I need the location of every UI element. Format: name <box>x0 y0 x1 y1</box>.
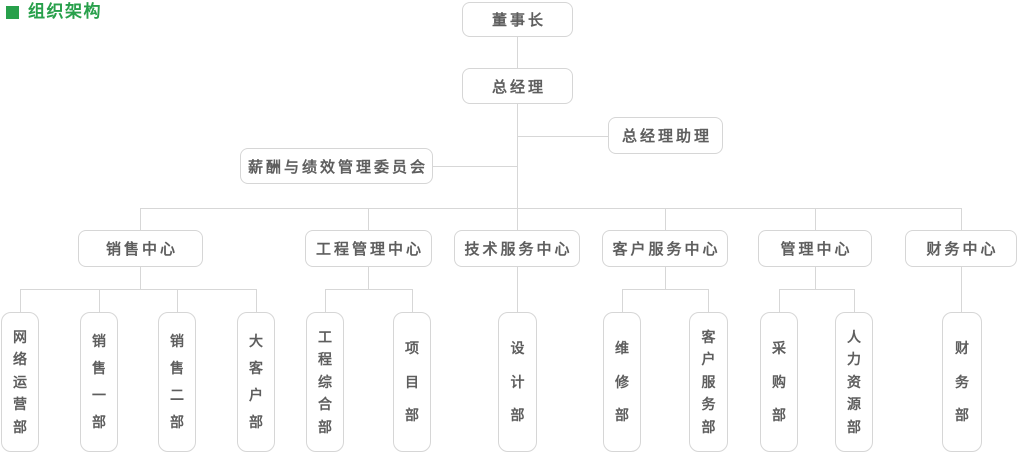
connector-line <box>140 208 961 209</box>
node-dept-key-accounts: 大客户部 <box>237 312 275 452</box>
node-dept-human-resources: 人力资源部 <box>835 312 873 452</box>
connector-line <box>961 208 962 231</box>
node-dept-design: 设计部 <box>498 312 537 452</box>
node-center-engineering: 工程管理中心 <box>305 230 432 267</box>
connector-line <box>368 208 369 231</box>
connector-line <box>815 208 816 231</box>
connector-line <box>368 267 369 289</box>
connector-line <box>433 166 517 167</box>
node-dept-procurement: 采购部 <box>760 312 798 452</box>
node-dept-sales-one: 销售一部 <box>80 312 118 452</box>
node-center-technical: 技术服务中心 <box>454 230 580 267</box>
connector-line <box>177 289 178 312</box>
node-dept-finance: 财务部 <box>942 312 982 452</box>
node-committee: 薪酬与绩效管理委员会 <box>240 148 433 184</box>
connector-line <box>961 267 962 312</box>
node-gm-assistant: 总经理助理 <box>608 117 723 154</box>
connector-line <box>517 136 608 137</box>
node-chairman: 董事长 <box>462 2 573 37</box>
connector-line <box>325 289 412 290</box>
node-center-management: 管理中心 <box>758 230 872 267</box>
page-title: 组织架构 <box>28 2 102 21</box>
node-dept-sales-two: 销售二部 <box>158 312 196 452</box>
node-center-customer-service: 客户服务中心 <box>602 230 728 267</box>
node-dept-project: 项目部 <box>393 312 431 452</box>
connector-line <box>517 37 518 68</box>
connector-line <box>779 289 854 290</box>
connector-line <box>779 289 780 312</box>
connector-line <box>517 104 518 208</box>
connector-line <box>140 208 141 231</box>
node-dept-engineering-general: 工程综合部 <box>306 312 344 452</box>
node-center-finance: 财务中心 <box>905 230 1017 267</box>
connector-line <box>256 289 257 312</box>
section-header: 组织架构 <box>6 3 102 21</box>
node-center-sales: 销售中心 <box>78 230 203 267</box>
connector-line <box>665 208 666 231</box>
node-general-manager: 总经理 <box>462 68 573 104</box>
node-dept-customer-service: 客户服务部 <box>689 312 728 452</box>
connector-line <box>20 289 256 290</box>
connector-line <box>325 289 326 312</box>
connector-line <box>665 267 666 289</box>
connector-line <box>140 267 141 289</box>
connector-line <box>708 289 709 312</box>
node-dept-network-operations: 网络运营部 <box>1 312 39 452</box>
node-dept-maintenance: 维修部 <box>603 312 641 452</box>
connector-line <box>412 289 413 312</box>
connector-line <box>20 289 21 312</box>
title-bullet-icon <box>6 5 19 19</box>
connector-line <box>622 289 708 290</box>
connector-line <box>815 267 816 289</box>
connector-line <box>99 289 100 312</box>
connector-line <box>517 267 518 312</box>
connector-line <box>854 289 855 312</box>
connector-line <box>622 289 623 312</box>
connector-line <box>517 208 518 231</box>
